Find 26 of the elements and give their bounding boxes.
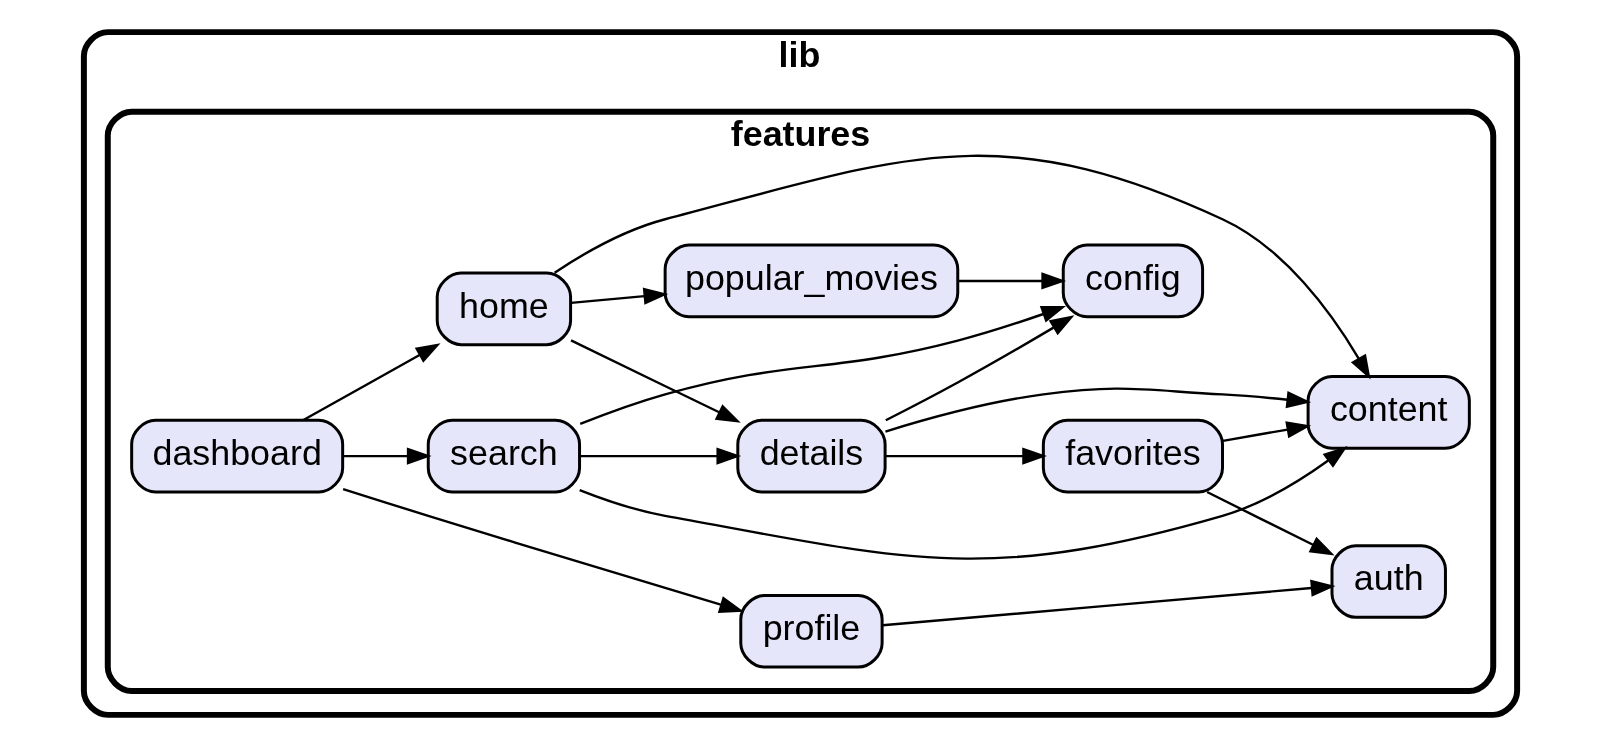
node-box: search	[426, 418, 581, 494]
arrow	[1206, 490, 1335, 556]
arrow	[957, 272, 1066, 290]
arrow	[302, 343, 441, 422]
arrow	[570, 287, 668, 305]
arrow	[578, 446, 1348, 560]
node-box: popular_movies	[663, 243, 959, 319]
arrow	[885, 447, 1047, 465]
arrow	[884, 387, 1311, 433]
arrow	[579, 447, 741, 465]
node-box: details	[735, 418, 887, 494]
node-box: auth	[1330, 544, 1447, 619]
arrow	[342, 447, 432, 465]
arrow	[1222, 421, 1311, 442]
node-box: home	[435, 271, 572, 347]
arrow	[884, 315, 1074, 422]
node-box: favorites	[1041, 418, 1224, 494]
node-box: profile	[738, 593, 884, 669]
arrow	[570, 339, 741, 423]
node-box: config	[1061, 243, 1204, 319]
arrow	[553, 154, 1371, 380]
node-box: dashboard	[129, 418, 344, 494]
arrow	[342, 488, 744, 613]
arrow	[579, 305, 1066, 426]
node-box: content	[1306, 375, 1471, 450]
arrow	[882, 579, 1335, 627]
